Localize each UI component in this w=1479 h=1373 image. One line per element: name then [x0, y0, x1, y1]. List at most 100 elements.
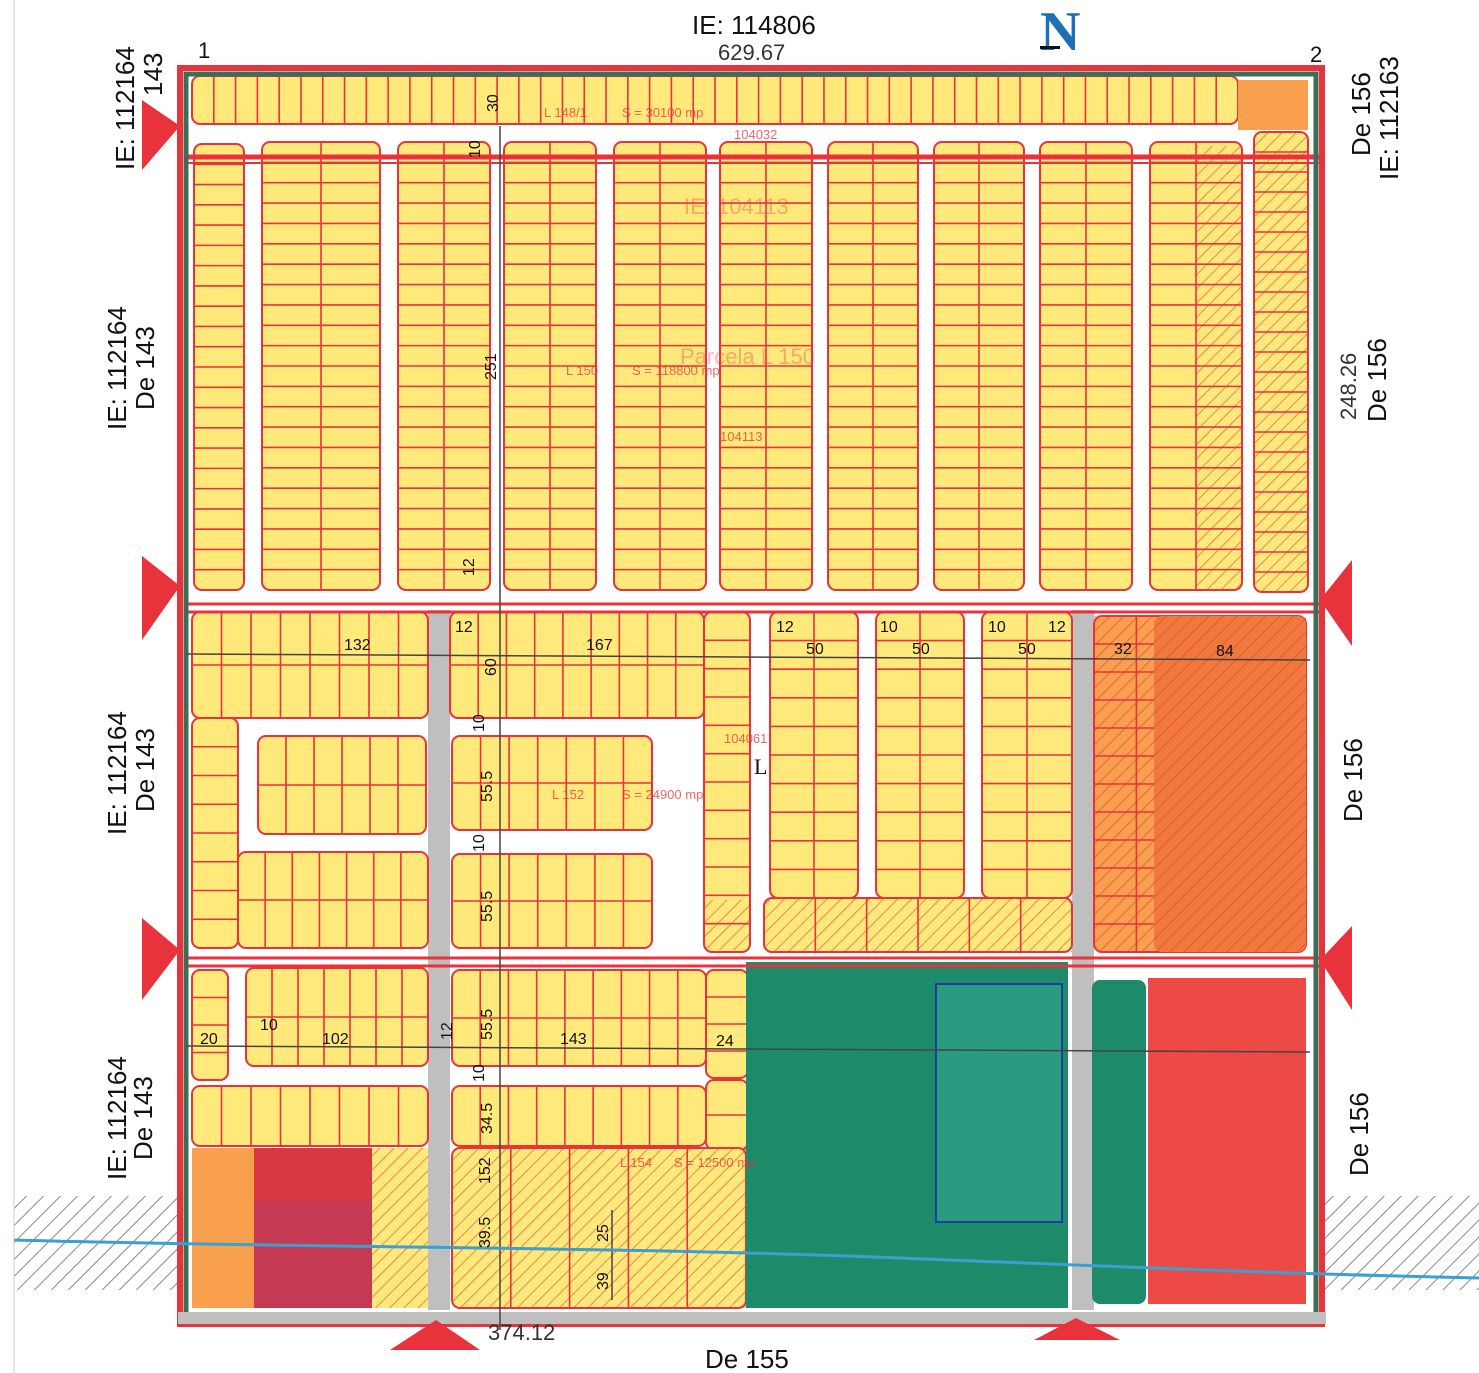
- dim-20: 20: [200, 1031, 218, 1048]
- dim-167: 167: [586, 637, 613, 654]
- top-ie-label: IE: 114806: [692, 10, 816, 40]
- label-s2: S = 118800 mp: [632, 363, 720, 378]
- top-corner-orange: [1238, 80, 1308, 130]
- access-arrow-4: [1320, 926, 1352, 1010]
- dim-10e: 10: [471, 834, 488, 852]
- label-ie104113: IE: 104113: [684, 194, 789, 219]
- access-arrow-2: [142, 918, 180, 1000]
- bottom-neighbor-label: De 155: [705, 1344, 789, 1373]
- top-length-label: 629.67: [718, 40, 786, 65]
- label-s4: S = 12500 mp: [674, 1155, 756, 1170]
- right-length-2: 248.26: [1336, 352, 1361, 420]
- overlay-layer: [13, 0, 1479, 1373]
- label-l154: L 154: [620, 1155, 653, 1170]
- north-arrow-icon: N: [1040, 1, 1081, 63]
- left-ie-1: IE: 112164: [110, 46, 140, 170]
- dim-10d: 10: [471, 714, 488, 732]
- red-zone: [1148, 978, 1306, 1304]
- dim-50b: 50: [912, 641, 930, 658]
- dim-50c: 50: [1018, 641, 1036, 658]
- hatch-r1-b: [1254, 132, 1308, 592]
- dim-50a: 50: [806, 641, 824, 658]
- access-arrow-1: [142, 556, 180, 640]
- dim-10f: 10: [260, 1017, 278, 1034]
- dim-30: 30: [485, 94, 502, 112]
- label-l152: L 152: [552, 787, 585, 802]
- green-inner: [935, 983, 1063, 1223]
- label-l148: L 148/1: [544, 105, 587, 120]
- label-s3: S = 24900 mp: [622, 787, 704, 802]
- label-104113: 104113: [720, 429, 763, 444]
- label-big-l: L: [754, 754, 768, 779]
- bottom-orange: [192, 1148, 254, 1308]
- hatch-r2-orange: [1094, 616, 1306, 952]
- dim-12e: 12: [439, 1022, 456, 1040]
- label-104032: 104032: [734, 127, 778, 142]
- right-de-4: De 156: [1344, 1092, 1374, 1176]
- dim-39b: 39: [595, 1272, 612, 1290]
- dim-10g: 10: [471, 1064, 488, 1082]
- dim-34-5: 34.5: [479, 1102, 496, 1134]
- river-line: [13, 1238, 1479, 1280]
- road-vertical-a: [428, 610, 450, 1310]
- label-parcela: Parcela L 150: [680, 344, 815, 369]
- dim-12c: 12: [776, 619, 794, 636]
- hatch-r2-k: [764, 898, 1072, 952]
- dim-10b: 10: [880, 619, 898, 636]
- dim-55b: 55.5: [479, 890, 496, 922]
- left-de-3: De 143: [130, 728, 160, 812]
- right-de-3: De 156: [1338, 738, 1368, 822]
- hatch-bottom-a: [372, 1148, 428, 1308]
- left-ie-2: IE: 112164: [102, 306, 132, 430]
- dim-84: 84: [1216, 643, 1234, 660]
- left-ie-3: IE: 112164: [102, 711, 132, 835]
- access-arrow-3: [1320, 560, 1352, 646]
- dim-12b: 12: [455, 619, 473, 636]
- left-ie-4: IE: 112164: [102, 1056, 132, 1180]
- label-104061: 104061: [724, 731, 768, 746]
- right-ie-1: IE: 112163: [1374, 56, 1404, 180]
- label-s1: S = 30100 mp: [622, 105, 704, 120]
- dim-line-r3: [185, 1045, 1311, 1053]
- dim-39-5: 39.5: [477, 1216, 494, 1248]
- access-arrow-6: [1034, 1318, 1120, 1340]
- bottom-road: [178, 1312, 1326, 1324]
- access-arrow-0: [142, 100, 180, 170]
- hatch-r1-a: [1196, 146, 1242, 590]
- dim-10a: 10: [467, 140, 484, 158]
- corner-1-label: 1: [198, 38, 211, 63]
- road-white-a: [750, 616, 768, 898]
- dim-102: 102: [322, 1031, 349, 1048]
- dim-60: 60: [483, 658, 500, 676]
- dim-55a: 55.5: [479, 770, 496, 802]
- corner-2-label: 2: [1310, 42, 1323, 67]
- green-strip: [1092, 980, 1146, 1304]
- label-l150: L 150: [566, 363, 599, 378]
- bottom-dark-red-2: [254, 1200, 372, 1308]
- access-arrow-5: [390, 1320, 480, 1350]
- hatch-bottom-b: [452, 1148, 746, 1308]
- right-de-2: De 156: [1362, 338, 1392, 422]
- dim-25: 25: [595, 1224, 612, 1242]
- dim-143: 143: [560, 1031, 587, 1048]
- left-de-4: De 143: [128, 1076, 158, 1160]
- dim-line-r2: [185, 653, 1311, 661]
- right-de-1: De 156: [1346, 72, 1376, 156]
- left-de-2: De 143: [130, 326, 160, 410]
- hatch-r2-g: [704, 900, 750, 950]
- dim-32: 32: [1114, 641, 1132, 658]
- bottom-length-label: 374.12: [488, 1320, 556, 1345]
- north-underline: [1040, 46, 1060, 49]
- dim-152: 152: [477, 1157, 494, 1184]
- left-de-1: 143: [138, 52, 168, 96]
- road-vertical-b: [1072, 610, 1094, 1310]
- dim-55c: 55.5: [479, 1008, 496, 1040]
- lots-layer: [191, 75, 1309, 1309]
- dim-251: 251: [483, 353, 500, 380]
- dim-12d: 12: [1048, 619, 1066, 636]
- dim-12a: 12: [461, 558, 478, 576]
- dim-132: 132: [344, 637, 371, 654]
- dim-24: 24: [716, 1033, 734, 1050]
